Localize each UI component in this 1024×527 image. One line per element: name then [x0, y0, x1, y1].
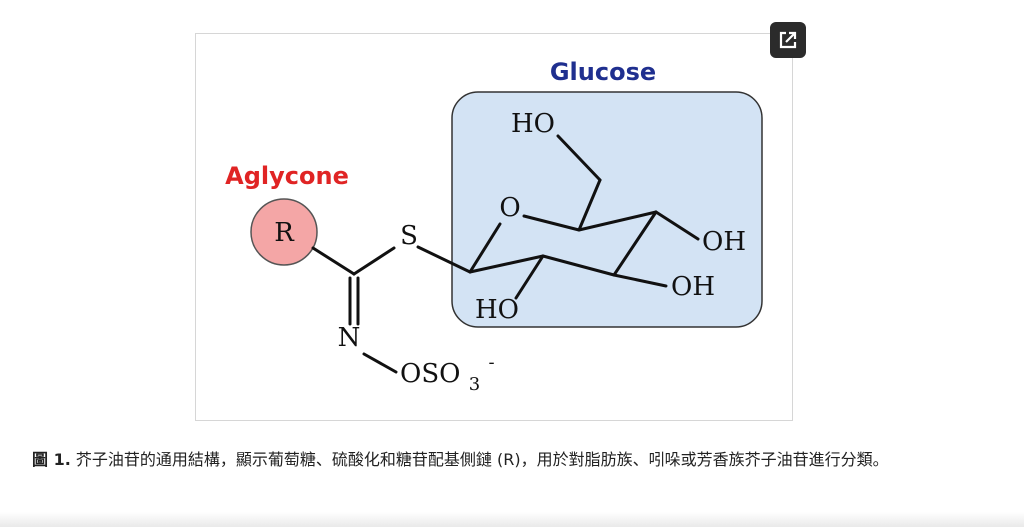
r-group-circle	[250, 198, 318, 266]
oh-right-upper-group: OH	[702, 227, 746, 257]
sulfate-subscript: 3	[469, 374, 480, 395]
caption-text: 芥子油苷的通用結構，顯示葡萄糖、硫酸化和糖苷配基側鏈 (R)，用於對脂肪族、吲哚…	[70, 450, 889, 469]
aglycone-bonds	[311, 245, 472, 374]
glucose-ring-bonds	[468, 134, 700, 300]
open-in-new-icon	[779, 31, 797, 49]
ho-top-group: HO	[511, 109, 555, 139]
sulfate-text: OSO	[400, 359, 460, 389]
caption-figure-label: 圖 1.	[32, 450, 71, 469]
nitrogen-atom: N	[338, 323, 361, 353]
figure-caption: 圖 1. 芥子油苷的通用結構，顯示葡萄糖、硫酸化和糖苷配基側鏈 (R)，用於對脂…	[32, 446, 1002, 473]
r-group-label: R	[274, 218, 295, 248]
open-in-new-button[interactable]	[770, 22, 806, 58]
ring-oxygen-atom: O	[499, 193, 520, 223]
oh-right-lower-group: OH	[671, 272, 715, 302]
glucose-box	[451, 91, 763, 328]
glucosinolate-structure-diagram: Glucose Aglycone R	[225, 58, 763, 397]
ho-bottom-group: HO	[475, 295, 519, 325]
figure-frame: Glucose Aglycone R	[195, 33, 793, 421]
aglycone-label: Aglycone	[225, 162, 349, 190]
sulfate-group: OSO 3 -	[400, 352, 495, 397]
bottom-shade	[0, 512, 1024, 527]
glucose-label: Glucose	[550, 58, 656, 86]
sulfate-charge: -	[488, 352, 494, 373]
sulfur-atom: S	[400, 221, 418, 251]
